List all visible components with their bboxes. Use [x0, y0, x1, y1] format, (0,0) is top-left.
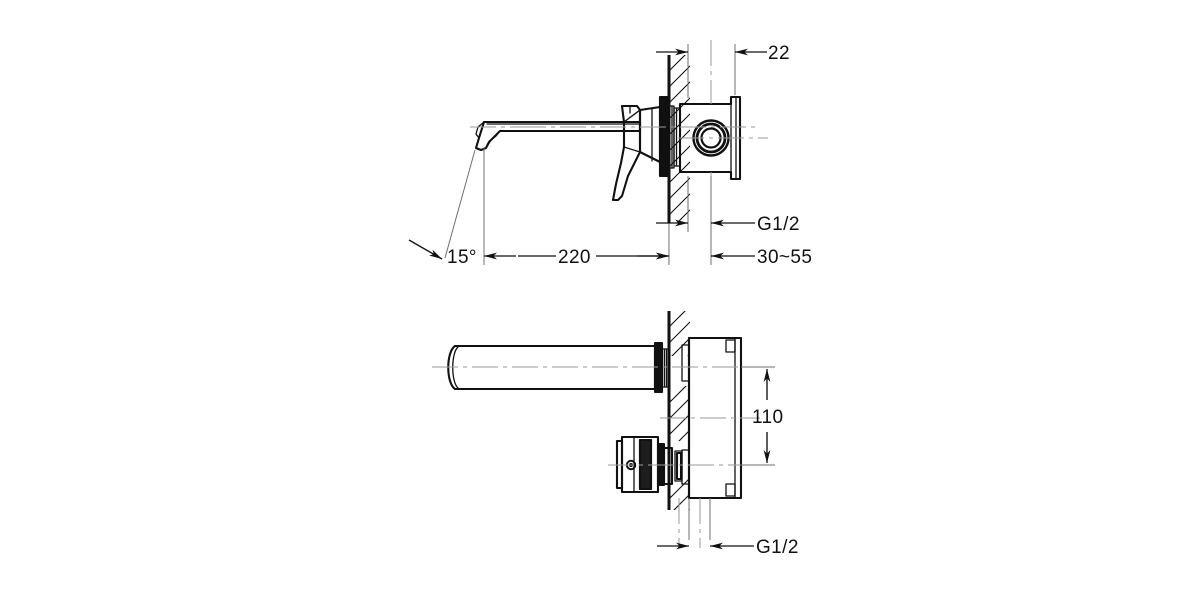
dimension-220-label: 220: [558, 247, 591, 268]
centerlines-plan-view: [432, 366, 775, 548]
dimension-g12-plan: G1/2: [657, 537, 799, 558]
spout: [474, 120, 642, 152]
dimension-g12-side-label: G1/2: [757, 214, 800, 235]
dimension-g12-plan-label: G1/2: [756, 537, 799, 558]
dimension-g12-side: G1/2: [656, 214, 800, 235]
dimension-22-label: 22: [768, 43, 790, 64]
handle-stem-plan: [662, 446, 683, 486]
dimension-15-degrees-label: 15°: [447, 247, 477, 268]
dimension-15-degrees: 15°: [408, 149, 477, 268]
escutcheon-plate: [658, 95, 681, 178]
plan-view: 110 G1/2: [432, 311, 799, 558]
wall-section-hatching-plan: [667, 311, 690, 510]
extension-lines-plan-view: [688, 366, 775, 540]
dimension-30-55-label: 30~55: [757, 247, 812, 268]
spout-collar-plan: [653, 341, 669, 394]
dimension-22: 22: [656, 43, 790, 64]
centerlines-side-view: [470, 40, 768, 240]
dimension-110-label: 110: [752, 407, 784, 428]
valve-collar: [638, 105, 662, 164]
dimension-30-55: 30~55: [637, 247, 812, 268]
dimension-110: 110: [752, 369, 784, 463]
extension-lines-side-view: [483, 44, 736, 265]
dimension-220: 220: [484, 247, 669, 268]
lever-handle: [611, 104, 642, 202]
side-elevation-view: 22 G1/2 30~55 220 15°: [408, 40, 812, 268]
